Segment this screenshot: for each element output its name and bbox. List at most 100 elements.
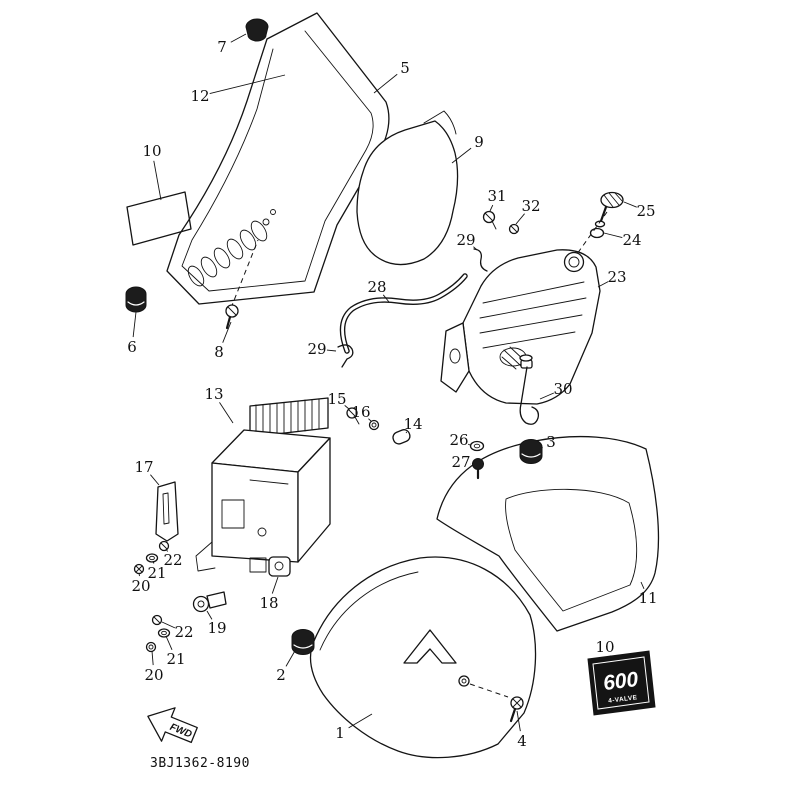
leader-line-9	[451, 147, 472, 164]
cap-part-7	[245, 18, 269, 42]
bolt-hole-inner	[461, 678, 467, 684]
leader-line-29	[326, 349, 337, 352]
leader-line-20	[151, 650, 154, 666]
grommet-highlight	[521, 453, 541, 458]
vent-slot	[200, 256, 218, 278]
tank-body	[462, 249, 601, 405]
left-cover-outline	[166, 12, 390, 305]
callout-27: 27	[451, 453, 470, 471]
screw-detail	[348, 409, 360, 425]
leader-line-24	[603, 232, 623, 239]
leader-line-19	[206, 610, 213, 620]
screw-part-31	[482, 210, 497, 230]
clip-part-29-upper	[473, 248, 488, 272]
leader-line-22	[161, 621, 176, 629]
panel-hole	[270, 209, 276, 215]
front-cover-contour	[319, 571, 419, 651]
callout-7: 7	[217, 38, 227, 56]
nut-inner	[371, 422, 377, 428]
callout-8: 8	[214, 343, 224, 361]
callout-5: 5	[400, 59, 410, 77]
grommet-body	[291, 629, 315, 655]
callout-19: 19	[207, 619, 226, 637]
box-front-detail	[221, 499, 245, 529]
tank-rib-lines	[479, 281, 587, 349]
nut	[145, 641, 157, 653]
left-cover-inner-line	[181, 30, 374, 292]
side-cover-left-part-5-12	[166, 12, 390, 309]
washer	[157, 628, 171, 638]
leader-line-23	[597, 281, 609, 288]
fastener-set-lower-20-21-22	[145, 614, 171, 653]
callout-3: 3	[546, 433, 556, 451]
fwd-arrow-shape	[147, 707, 198, 744]
battery-box-part-13	[195, 397, 331, 573]
filler-neck-inner	[568, 256, 580, 268]
vent-slot	[187, 265, 205, 287]
leader-line-7	[230, 33, 247, 43]
filler-neck	[563, 251, 585, 273]
callout-20: 20	[131, 577, 150, 595]
callout-22: 22	[174, 623, 193, 641]
screw-detail	[484, 212, 497, 230]
decal-part-10-upper	[126, 191, 192, 246]
screw-slot	[153, 616, 161, 624]
callout-9: 9	[474, 133, 484, 151]
bolt-shaft	[509, 707, 517, 723]
leader-line-16	[368, 418, 372, 422]
cap-stem	[599, 205, 608, 223]
leader-line-22	[165, 548, 169, 552]
assembly-axis-line	[469, 683, 509, 698]
callout-16: 16	[351, 403, 370, 421]
callout-25: 25	[636, 202, 655, 220]
hose-inner	[341, 274, 467, 353]
fin-lines	[255, 398, 320, 437]
nut-hole	[148, 644, 154, 650]
callout-14: 14	[403, 415, 422, 433]
box-front-face	[211, 462, 299, 563]
cap-knurl-lines	[603, 192, 624, 208]
leader-line-25	[623, 201, 637, 208]
leader-line-12	[209, 74, 286, 95]
callout-4: 4	[517, 732, 527, 750]
grommet-body	[519, 439, 543, 464]
clamp-part-19	[192, 591, 227, 613]
badge-plate	[587, 650, 656, 716]
leader-line-4	[516, 710, 521, 732]
grommet-part-6	[125, 286, 147, 313]
callout-29: 29	[456, 231, 475, 249]
callout-23: 23	[607, 268, 626, 286]
damper-part-18	[268, 556, 291, 577]
grommet-part-3	[519, 439, 543, 464]
leader-line-11	[640, 581, 645, 590]
washer-hole	[161, 630, 167, 636]
callout-31: 31	[487, 187, 506, 205]
panel-outline	[356, 120, 459, 266]
leader-line-14	[405, 431, 408, 434]
right-cover-inner-line	[505, 488, 638, 612]
callout-13: 13	[204, 385, 223, 403]
badge-text-main: 600	[602, 668, 640, 695]
nut-outer	[368, 419, 380, 431]
damper-body	[268, 556, 291, 577]
grommet-highlight	[127, 301, 145, 306]
box-seam-line	[249, 479, 289, 485]
leader-line-13	[219, 402, 234, 424]
dipstick-rod	[519, 366, 540, 425]
screw-part-32	[508, 223, 520, 235]
callout-26: 26	[449, 431, 468, 449]
washer-hole	[473, 443, 481, 449]
bolt-hole	[458, 675, 470, 687]
bolt-cross	[135, 565, 143, 573]
box-bottom-bracket	[195, 541, 216, 572]
dipstick-part-30	[519, 354, 540, 425]
grommet-highlight	[293, 644, 313, 649]
callout-17: 17	[134, 458, 153, 476]
bolt-part-27	[472, 458, 484, 480]
leader-line-1	[348, 713, 373, 729]
callout-21: 21	[147, 564, 166, 582]
tank-bracket	[440, 322, 470, 393]
bolt-shaft	[225, 315, 232, 330]
drawing-number: 3BJ1362-8190	[150, 756, 250, 771]
